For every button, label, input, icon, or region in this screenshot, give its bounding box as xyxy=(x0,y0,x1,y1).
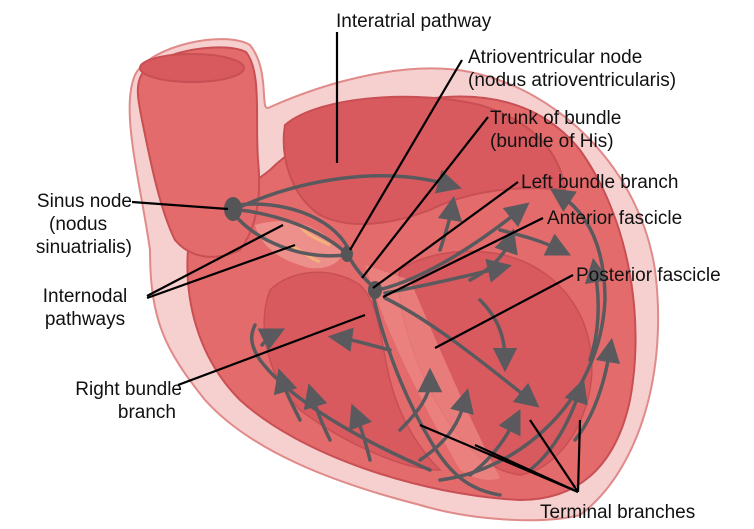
label-left-bundle-branch: Left bundle branch xyxy=(521,171,678,194)
label-internodal-pathways: Internodal pathways xyxy=(20,285,150,331)
label-terminal-branches: Terminal branches xyxy=(540,501,695,524)
label-posterior-fascicle: Posterior fascicle xyxy=(576,264,721,287)
label-interatrial-pathway: Interatrial pathway xyxy=(336,10,491,33)
label-atrioventricular-node: Atrioventricular node (nodus atrioventri… xyxy=(468,46,676,92)
label-anterior-fascicle: Anterior fascicle xyxy=(547,207,682,230)
label-sinus-node: Sinus node (nodus sinuatrialis) xyxy=(22,190,132,259)
vessel-opening xyxy=(140,54,244,82)
label-trunk-of-bundle: Trunk of bundle (bundle of His) xyxy=(490,107,621,153)
label-right-bundle-branch: Right bundle branch xyxy=(40,378,182,424)
